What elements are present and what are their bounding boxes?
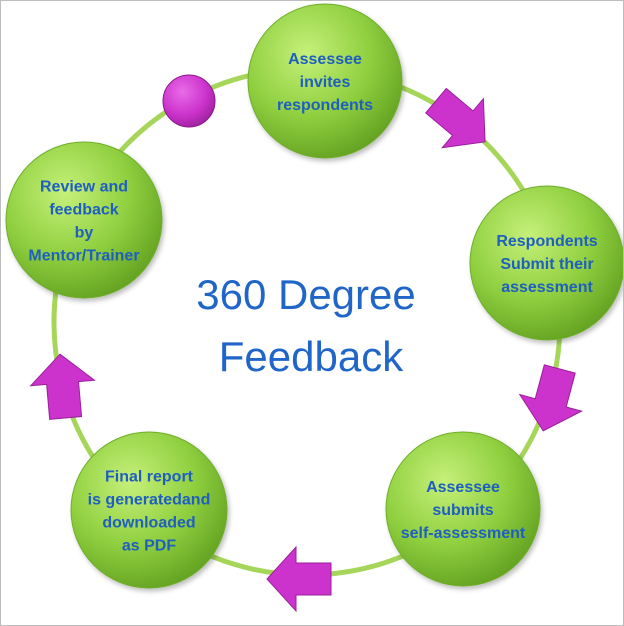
node-circle	[5, 141, 163, 299]
node-text-line: Final report	[105, 469, 194, 486]
node-text-line: invites	[300, 74, 351, 91]
decorative-dot-icon	[162, 74, 216, 128]
node-assessee-self-assessment: Assessee submits self-assessment	[385, 431, 541, 587]
node-final-report: Final report is generatedand downloaded as …	[70, 431, 228, 589]
node-text-line: by	[75, 225, 94, 242]
node-text-line: downloaded	[102, 515, 195, 532]
node-assessee-invites: Assessee invites respondents	[247, 3, 403, 159]
node-text-line: Assessee	[288, 51, 362, 68]
node-text-line: is generatedand	[88, 492, 211, 509]
center-title-line1: 360 Degree	[196, 271, 416, 318]
node-text-line: Assessee	[426, 479, 500, 496]
node-text-line: respondents	[277, 97, 373, 114]
node-text-line: feedback	[49, 202, 118, 219]
node-text-line: Review and	[40, 179, 128, 196]
node-text-line: assessment	[501, 279, 593, 296]
node-circle	[70, 431, 228, 589]
arrow-to-review-icon	[29, 353, 96, 420]
node-text-line: self-assessment	[401, 525, 526, 542]
node-text-line: Submit their	[500, 256, 593, 273]
center-title-line2: Feedback	[219, 333, 404, 380]
node-text-line: Respondents	[496, 233, 597, 250]
node-circle	[385, 431, 541, 587]
node-circle	[469, 185, 623, 341]
node-text-line: Mentor/Trainer	[28, 248, 139, 265]
node-text-line: as PDF	[122, 538, 176, 555]
arrow-to-final-report-icon	[266, 545, 332, 613]
node-circle	[247, 3, 403, 159]
arrow-to-respondents-icon	[425, 87, 486, 149]
node-text-line: submits	[432, 502, 493, 519]
arrow-to-self-assessment-icon	[518, 364, 583, 432]
